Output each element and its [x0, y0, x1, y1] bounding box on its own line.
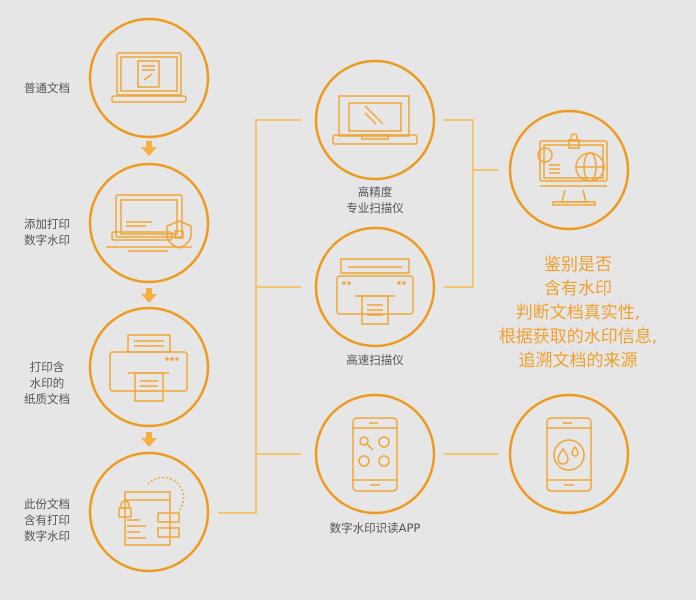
tool-label-3: 数字水印识读APP	[315, 520, 435, 536]
result-line: 含有水印	[544, 279, 612, 299]
step-label-1: 普通文档	[22, 80, 72, 96]
document-lock-icon	[118, 476, 185, 546]
step-circle-1	[88, 17, 210, 139]
label-line: 打印含	[29, 360, 65, 374]
phone-app-icon	[352, 417, 398, 492]
label-line: 普通文档	[24, 81, 70, 95]
label-line: 纸质文档	[24, 392, 70, 406]
label-line: 添加打印	[24, 217, 70, 231]
label-line: 高精度	[357, 185, 393, 199]
arrow-down-icon	[141, 141, 157, 156]
arrow-down-icon	[141, 432, 157, 447]
label-line: 数字水印	[24, 529, 70, 543]
result-line: 追溯文档的来源	[518, 351, 638, 371]
tool-label-1: 高精度 专业扫描仪	[325, 184, 425, 216]
laptop-document-icon	[111, 52, 187, 103]
label-line: 专业扫描仪	[346, 201, 404, 215]
result-line: 判断文档真实性,	[515, 303, 641, 323]
result-description: 鉴别是否 含有水印 判断文档真实性, 根据获取的水印信息, 追溯文档的来源	[480, 253, 676, 373]
step-circle-4	[88, 451, 210, 573]
flatbed-scanner-icon	[332, 95, 418, 145]
label-line: 高速扫描仪	[346, 353, 404, 367]
label-line: 数字水印	[24, 233, 70, 247]
high-speed-scanner-icon	[336, 258, 414, 325]
label-line: 水印的	[29, 376, 65, 390]
down-arrows	[141, 141, 157, 447]
label-line: 含有打印	[24, 513, 70, 527]
tool-label-2: 高速扫描仪	[325, 352, 425, 368]
tool-circle-2	[314, 226, 436, 348]
printer-icon	[109, 334, 188, 402]
step-label-3: 打印含 水印的 纸质文档	[22, 359, 72, 407]
step-circle-3	[88, 306, 210, 428]
step-circle-2	[88, 162, 210, 284]
result-line: 鉴别是否	[544, 255, 612, 275]
result-circle-2	[508, 393, 630, 515]
label-line: 此份文档	[24, 497, 70, 511]
connector-lines	[218, 119, 498, 514]
step-label-2: 添加打印 数字水印	[22, 216, 72, 248]
tool-circle-3	[314, 393, 436, 515]
label-line: 数字水印识读APP	[329, 521, 421, 535]
laptop-shield-lock-icon	[106, 194, 192, 252]
result-line: 根据获取的水印信息,	[498, 327, 658, 347]
step-label-4: 此份文档 含有打印 数字水印	[22, 496, 72, 544]
monitor-globe-lock-icon	[537, 133, 608, 206]
tool-circle-1	[314, 59, 436, 181]
result-circle-1	[508, 109, 630, 231]
arrow-down-icon	[141, 288, 157, 303]
phone-water-drop-icon	[546, 417, 592, 492]
